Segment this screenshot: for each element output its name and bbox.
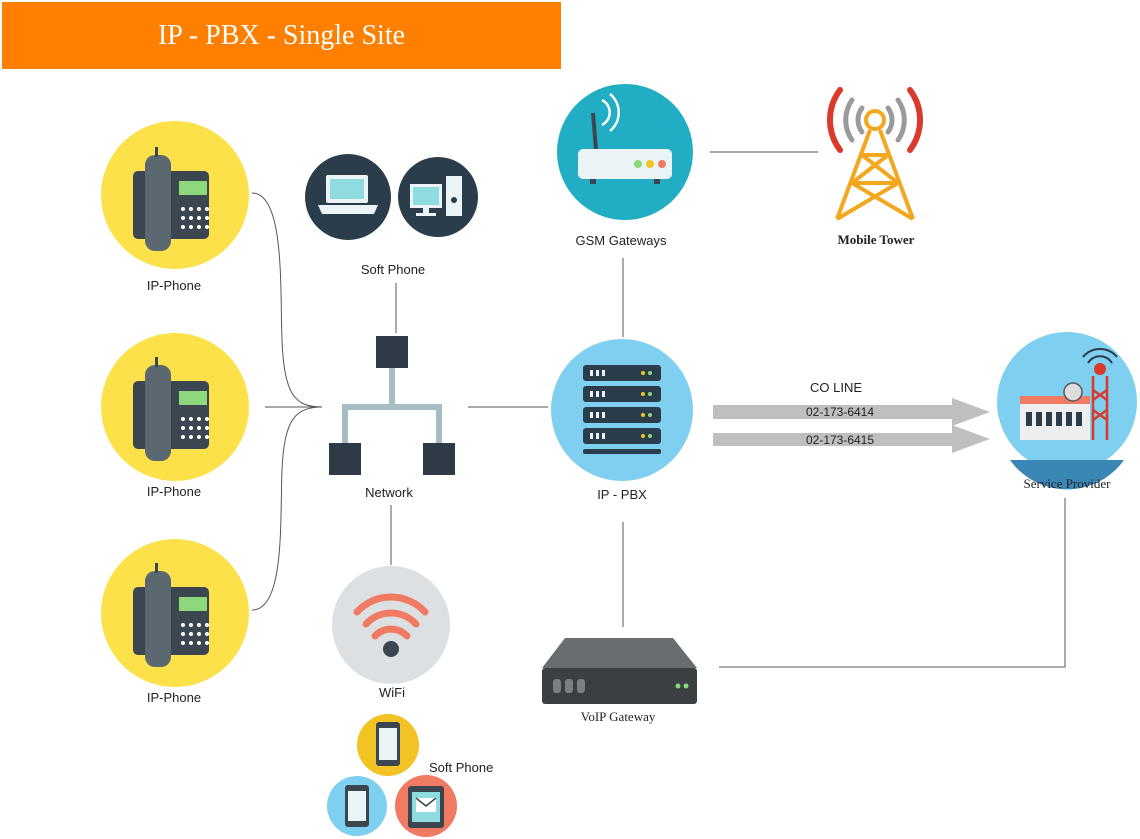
co-line-number-2: 02-173-6415: [805, 433, 875, 447]
voip-gateway-icon: [542, 638, 697, 704]
mobile-tower-icon: [827, 87, 923, 221]
network-label: Network: [365, 485, 413, 500]
soft-phone-pc-label: Soft Phone: [360, 262, 426, 277]
gsm-gateways-label: GSM Gateways: [575, 233, 667, 248]
ip-phone-2: [101, 333, 249, 481]
voip-gateway-label: VoIP Gateway: [580, 709, 656, 724]
tablet-mail-icon: [395, 775, 457, 837]
phone3-connector: [251, 406, 323, 611]
ip-phone-3-label: IP-Phone: [146, 690, 202, 705]
ip-pbx-icon: [551, 339, 693, 481]
voip-provider-line: [719, 498, 1066, 668]
co-line-arrow-2: [713, 425, 990, 453]
diagram-title: IP - PBX - Single Site: [157, 19, 406, 51]
title-banner: IP - PBX - Single Site: [2, 2, 561, 69]
ip-phone-1-label: IP-Phone: [146, 278, 202, 293]
connector-lines: [251, 151, 1066, 668]
service-provider-label: Service Provider: [1023, 476, 1111, 491]
ip-phone-1: [101, 121, 249, 269]
co-line-number-1: 02-173-6414: [805, 405, 875, 419]
ip-phone-3: [101, 539, 249, 687]
wifi-icon: [332, 566, 450, 684]
soft-phone-mobile-label: Soft Phone: [429, 760, 494, 775]
smartphone-icon: [357, 714, 419, 776]
ip-pbx-label: IP - PBX: [597, 487, 647, 502]
mobile-tower-label: Mobile Tower: [837, 232, 915, 247]
ip-phone-2-label: IP-Phone: [146, 484, 202, 499]
wifi-label: WiFi: [379, 685, 405, 700]
phone1-connector: [251, 192, 323, 408]
network-switch-icon: [329, 336, 455, 475]
desktop-pc-icon: [398, 157, 478, 237]
laptop-icon: [305, 154, 391, 240]
co-line-arrow-1: [713, 398, 990, 426]
service-provider-icon: [997, 332, 1137, 490]
co-line-label: CO LINE: [809, 380, 863, 395]
phone-icon: [327, 776, 387, 836]
gsm-gateway-icon: [557, 84, 693, 220]
